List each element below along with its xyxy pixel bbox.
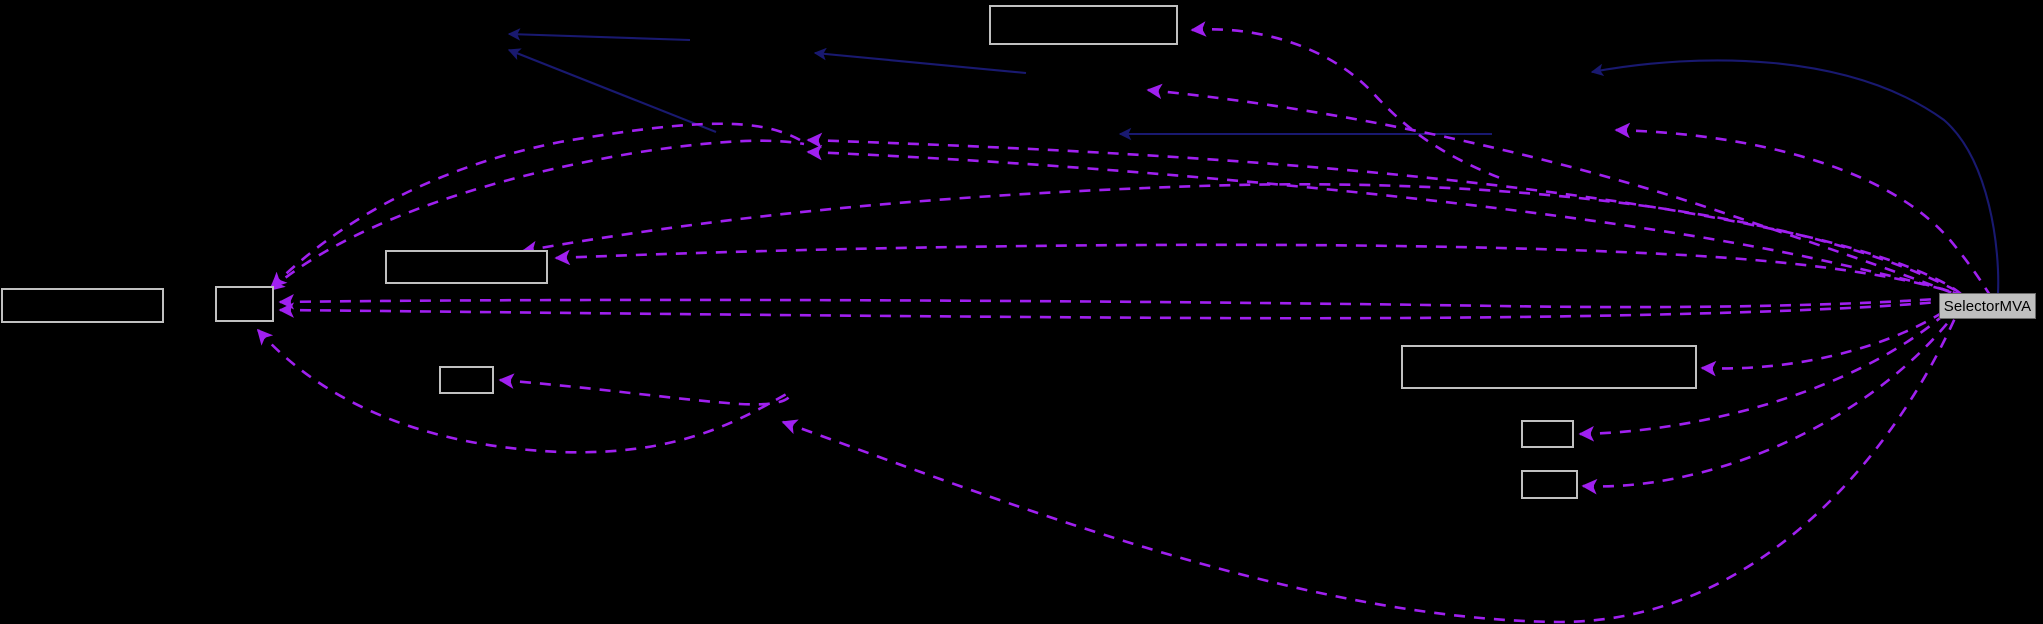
node-box-right-small-lower[interactable] — [1521, 470, 1578, 499]
edge-purple-4 — [806, 144, 1963, 298]
edge-blue-1 — [507, 28, 691, 42]
edge-purple-10 — [278, 298, 1956, 320]
node-box-mid-left-small[interactable] — [439, 366, 494, 394]
edge-purple-7 — [554, 243, 1959, 296]
edge-blue-5 — [1590, 59, 2000, 294]
edge-purple-6 — [521, 183, 1956, 292]
edge-purple-17 — [1581, 319, 1952, 495]
edge-purple-15 — [1700, 312, 1941, 377]
edge-blue-2 — [507, 48, 717, 133]
edge-purple-12 — [256, 328, 791, 454]
edge-purple-2 — [1146, 83, 1961, 298]
node-box-right-small-upper[interactable] — [1521, 420, 1574, 448]
edge-purple-13 — [498, 373, 794, 406]
node-box-left-small[interactable] — [215, 286, 274, 322]
edge-purple-5 — [1614, 122, 1992, 296]
node-selectormva-label: SelectorMVA — [1943, 297, 2032, 315]
edge-purple-3 — [806, 132, 1963, 296]
dashed-purple-edges — [256, 21, 1992, 624]
node-box-mid-left[interactable] — [385, 250, 548, 284]
edge-purple-16 — [1578, 316, 1941, 442]
node-box-right-wide[interactable] — [1401, 345, 1697, 389]
edge-purple-1 — [1190, 21, 1501, 180]
node-box-far-left[interactable] — [1, 288, 164, 323]
node-selectormva[interactable]: SelectorMVA — [1939, 293, 2036, 319]
edge-purple-9 — [278, 294, 1951, 310]
edge-purple-14 — [781, 301, 1964, 624]
edge-blue-3 — [813, 47, 1027, 75]
node-box-top-center[interactable] — [989, 5, 1178, 45]
edge-purple-11 — [268, 139, 805, 292]
